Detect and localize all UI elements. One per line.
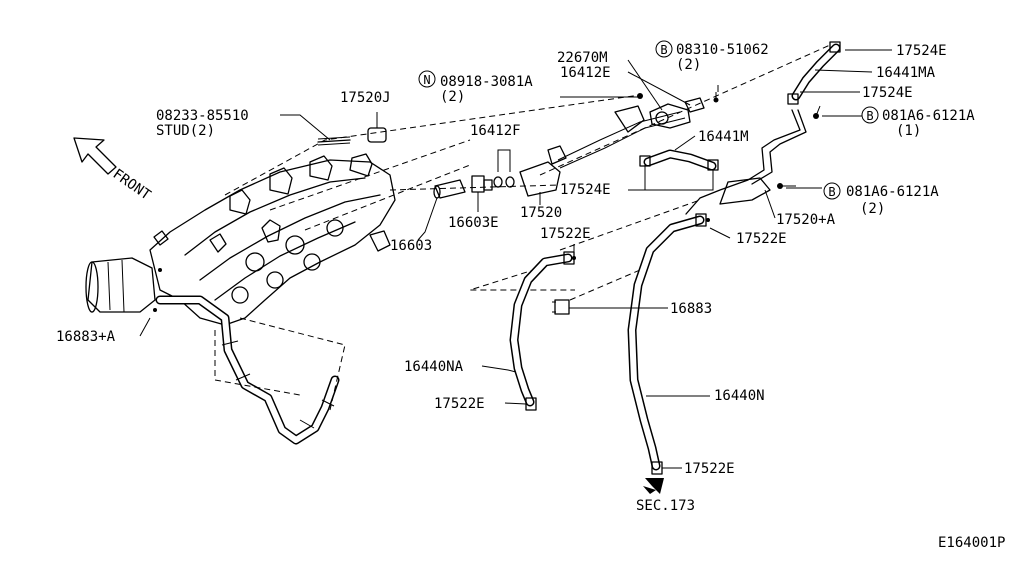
tube-17520A	[685, 105, 821, 215]
label-17522E-d: 17522E	[684, 461, 735, 477]
label-16412E: 16412E	[560, 65, 611, 81]
label-22670M: 22670M	[557, 50, 608, 66]
label-stud: STUD(2)	[156, 123, 215, 139]
label-17524E-top: 17524E	[896, 43, 947, 59]
label-16603: 16603	[390, 238, 432, 254]
sleeve-17520J	[367, 127, 387, 143]
svg-text:B: B	[660, 43, 667, 57]
label-17524E-mid: 17524E	[862, 85, 913, 101]
label-08918-qty: (2)	[440, 89, 465, 105]
throttle-body	[85, 257, 156, 313]
b-symbol-081A6-a: B	[861, 106, 879, 124]
fitting-16603	[433, 179, 466, 199]
label-17522E-a: 17522E	[540, 226, 591, 242]
section-arrow-icon	[643, 478, 664, 494]
label-diagram-id: E164001P	[938, 535, 1005, 551]
connector-16883	[552, 299, 570, 315]
lower-hose-assembly	[155, 295, 346, 445]
clamp-markers	[153, 218, 710, 312]
b-symbol-081A6-b: B	[823, 182, 841, 200]
label-16441M: 16441M	[698, 129, 749, 145]
svg-text:N: N	[423, 73, 430, 87]
hose-16440NA	[509, 251, 575, 411]
label-17524E-lower: 17524E	[560, 182, 611, 198]
label-08233-85510: 08233-85510	[156, 108, 249, 124]
label-08310-51062: 08310-51062	[676, 42, 769, 58]
label-081A6-a-qty: (1)	[896, 123, 921, 139]
svg-text:B: B	[866, 109, 873, 123]
oring-16412F	[493, 149, 515, 188]
label-17520: 17520	[520, 205, 562, 221]
label-16412F: 16412F	[470, 123, 521, 139]
label-16440NA: 16440NA	[404, 359, 464, 375]
label-08310-qty: (2)	[676, 57, 701, 73]
clip-16603E	[471, 175, 493, 193]
label-section-ref: SEC.173	[636, 498, 695, 514]
label-16440N: 16440N	[714, 388, 765, 404]
pressure-regulator-22670M	[614, 92, 719, 133]
label-17520A: 17520+A	[776, 212, 836, 228]
label-081A6-b-qty: (2)	[860, 201, 885, 217]
svg-text:B: B	[828, 185, 835, 199]
hose-16441M	[639, 149, 719, 171]
stud-08233	[317, 136, 351, 146]
label-08918-3081A: 08918-3081A	[440, 74, 533, 90]
label-17522E-b: 17522E	[736, 231, 787, 247]
label-081A6-6121A-a: 081A6-6121A	[882, 108, 975, 124]
front-label: FRONT	[110, 166, 154, 204]
label-16883: 16883	[670, 301, 712, 317]
hose-16440N	[627, 213, 707, 475]
leader-lines	[139, 49, 892, 469]
front-arrow-icon	[73, 137, 117, 175]
label-081A6-6121A-b: 081A6-6121A	[846, 184, 939, 200]
intake-manifold	[149, 153, 396, 326]
label-16441MA: 16441MA	[876, 65, 936, 81]
label-17522E-c: 17522E	[434, 396, 485, 412]
n-symbol: N	[418, 70, 436, 88]
label-17520J: 17520J	[340, 90, 391, 106]
label-16603E: 16603E	[448, 215, 499, 231]
b-symbol-08310: B	[655, 40, 673, 58]
hose-16441MA	[787, 41, 841, 105]
label-16883A: 16883+A	[56, 329, 116, 345]
